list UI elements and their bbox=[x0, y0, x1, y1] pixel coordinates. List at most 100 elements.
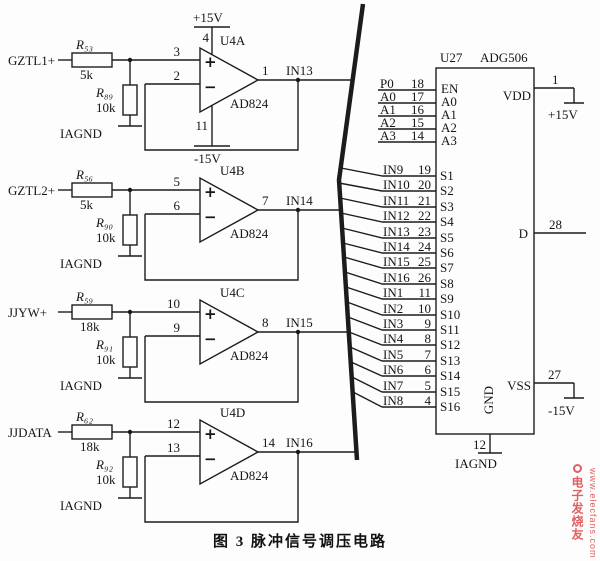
channel-pin-label: S2 bbox=[440, 183, 454, 198]
opamp-ref: U4C bbox=[220, 285, 245, 300]
signal-bundle bbox=[336, 3, 366, 461]
opamp-plus-sign: + bbox=[204, 425, 217, 443]
channel-pin-label: S8 bbox=[440, 276, 454, 291]
channel-pin-label: S7 bbox=[440, 260, 454, 275]
channel-net-label: IN16 bbox=[383, 270, 410, 285]
pin-number: 9 bbox=[174, 320, 181, 335]
fanout-wire bbox=[348, 331, 383, 346]
opamp-plus-sign: + bbox=[204, 183, 217, 201]
pin-number: 10 bbox=[167, 296, 180, 311]
resistor-ref: R₆₂ bbox=[75, 409, 93, 424]
resistor-value: 5k bbox=[80, 67, 94, 82]
feedback-wire bbox=[144, 80, 299, 151]
resistor-value: 10k bbox=[96, 472, 116, 487]
resistor-value: 10k bbox=[96, 230, 116, 245]
pin-number: 20 bbox=[418, 177, 431, 192]
watermark-brand: 电子发烧友 bbox=[570, 476, 584, 542]
ctrl-pin-label: A2 bbox=[441, 120, 457, 135]
channel-pin-label: S16 bbox=[440, 399, 461, 414]
elecfans-logo-icon bbox=[573, 464, 582, 474]
ctrl-net-label: A3 bbox=[380, 128, 396, 143]
opamp-part: AD824 bbox=[230, 348, 269, 363]
resistor-value: 18k bbox=[80, 439, 100, 454]
channel-pin-label: S9 bbox=[440, 291, 454, 306]
channel-net-label: IN14 bbox=[383, 239, 410, 254]
pin-number: 23 bbox=[418, 224, 431, 239]
resistor-body bbox=[122, 214, 138, 246]
pin-number: 8 bbox=[262, 315, 269, 330]
chip-pin-label: VSS bbox=[507, 378, 531, 393]
channel-pin-label: S11 bbox=[440, 322, 460, 337]
pin-number: 25 bbox=[418, 254, 431, 269]
ground-label: IAGND bbox=[60, 256, 102, 271]
resistor-ref: R₉₀ bbox=[95, 215, 113, 230]
fanout-wire bbox=[338, 182, 383, 192]
pin-number: 2 bbox=[174, 68, 181, 83]
ctrl-net-label: A1 bbox=[380, 102, 396, 117]
fanout-wire bbox=[340, 167, 383, 177]
input-net-label: GZTL1+ bbox=[8, 53, 55, 68]
ground-label: IAGND bbox=[455, 456, 497, 471]
rail-label: +15V bbox=[548, 107, 578, 122]
resistor-body bbox=[122, 336, 138, 368]
resistor-body bbox=[122, 84, 138, 116]
resistor-body bbox=[71, 424, 113, 440]
channel-pin-label: S13 bbox=[440, 353, 460, 368]
pin-number: 7 bbox=[425, 347, 432, 362]
channel-net-label: IN9 bbox=[383, 162, 403, 177]
channel-net-label: IN12 bbox=[383, 208, 410, 223]
resistor-ref: R₈₉ bbox=[95, 85, 113, 100]
mux-ref: U27 bbox=[440, 50, 463, 65]
ctrl-net-label: A2 bbox=[380, 115, 396, 130]
output-net-label: IN14 bbox=[286, 193, 313, 208]
ground-label: IAGND bbox=[60, 378, 102, 393]
ground-label: IAGND bbox=[60, 126, 102, 141]
channel-net-label: IN7 bbox=[383, 378, 404, 393]
fanout-wire bbox=[349, 346, 383, 362]
opamp-part: AD824 bbox=[230, 468, 269, 483]
pin-number: 19 bbox=[418, 162, 431, 177]
channel-pin-label: S14 bbox=[440, 368, 461, 383]
opamp-triangle bbox=[199, 46, 260, 114]
mux-body bbox=[435, 67, 535, 435]
pin-number: 11 bbox=[195, 118, 208, 133]
channel-pin-label: S4 bbox=[440, 214, 454, 229]
rail-label: -15V bbox=[548, 403, 575, 418]
pin-number: 18 bbox=[411, 76, 424, 91]
mux-part: ADG506 bbox=[480, 50, 528, 65]
input-net-label: GZTL2+ bbox=[8, 183, 55, 198]
pin-number: 12 bbox=[473, 437, 486, 452]
watermark: 电子发烧友 www.elecfans.com bbox=[569, 464, 598, 559]
channel-pin-label: S10 bbox=[440, 307, 460, 322]
resistor-ref: R₉₂ bbox=[95, 457, 113, 472]
resistor-value: 10k bbox=[96, 100, 116, 115]
fanout-wire bbox=[340, 212, 383, 223]
pin-number: 6 bbox=[425, 362, 432, 377]
channel-net-label: IN13 bbox=[383, 224, 410, 239]
channel-net-label: IN10 bbox=[383, 177, 410, 192]
ctrl-pin-label: EN bbox=[441, 81, 459, 96]
resistor-body bbox=[71, 52, 113, 68]
channel-net-label: IN3 bbox=[383, 316, 403, 331]
ctrl-pin-label: A1 bbox=[441, 107, 457, 122]
channel-pin-label: S1 bbox=[440, 168, 454, 183]
pin-number: 6 bbox=[174, 198, 181, 213]
pin-number: 26 bbox=[418, 270, 432, 285]
pin-number: 24 bbox=[418, 239, 432, 254]
resistor-ref: R₅₆ bbox=[75, 167, 93, 182]
ctrl-pin-label: A3 bbox=[441, 133, 457, 148]
channel-pin-label: S15 bbox=[440, 384, 460, 399]
opamp-ref: U4B bbox=[220, 163, 245, 178]
resistor-ref: R₅₉ bbox=[75, 289, 93, 304]
resistor-value: 18k bbox=[80, 319, 100, 334]
pin-number: 14 bbox=[411, 128, 425, 143]
channel-pin-label: S5 bbox=[440, 230, 454, 245]
channel-net-label: IN15 bbox=[383, 254, 410, 269]
channel-pin-label: S3 bbox=[440, 199, 454, 214]
fanout-wire bbox=[350, 361, 383, 377]
feedback-wire bbox=[144, 210, 299, 281]
